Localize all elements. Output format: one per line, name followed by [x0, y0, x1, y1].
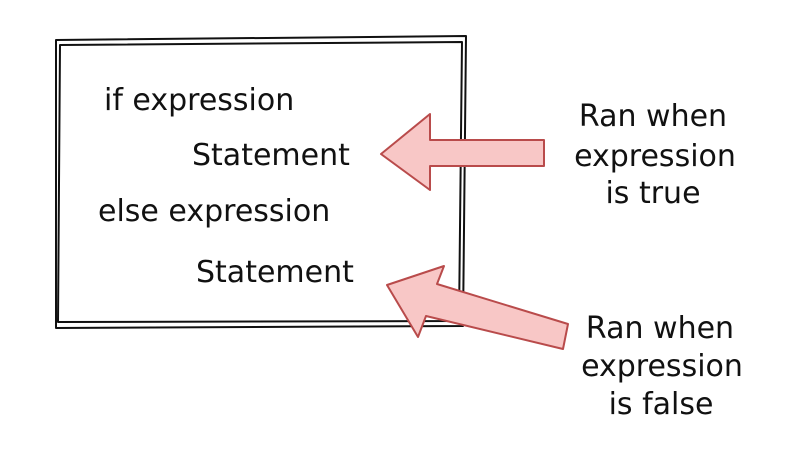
true-arrow-shape [380, 113, 545, 191]
true-annotation: Ran when expression is true [574, 99, 736, 211]
true-annotation-line-3: is true [605, 176, 700, 211]
true-annotation-line-2: expression [574, 139, 736, 174]
true-annotation-line-1: Ran when [579, 99, 727, 134]
else-statement-text: Statement [196, 255, 354, 290]
false-annotation-line-3: is false [609, 387, 714, 422]
if-statement-text: Statement [192, 138, 350, 173]
code-box-outline [55, 35, 467, 329]
false-annotation-line-1: Ran when [586, 311, 734, 346]
false-annotation-line-2: expression [581, 349, 743, 384]
false-arrow [386, 265, 569, 350]
false-arrow-shape [386, 265, 569, 350]
false-annotation: Ran when expression is false [581, 311, 743, 422]
if-expression-text: if expression [104, 83, 294, 118]
true-arrow [380, 113, 545, 191]
else-expression-text: else expression [98, 194, 330, 229]
